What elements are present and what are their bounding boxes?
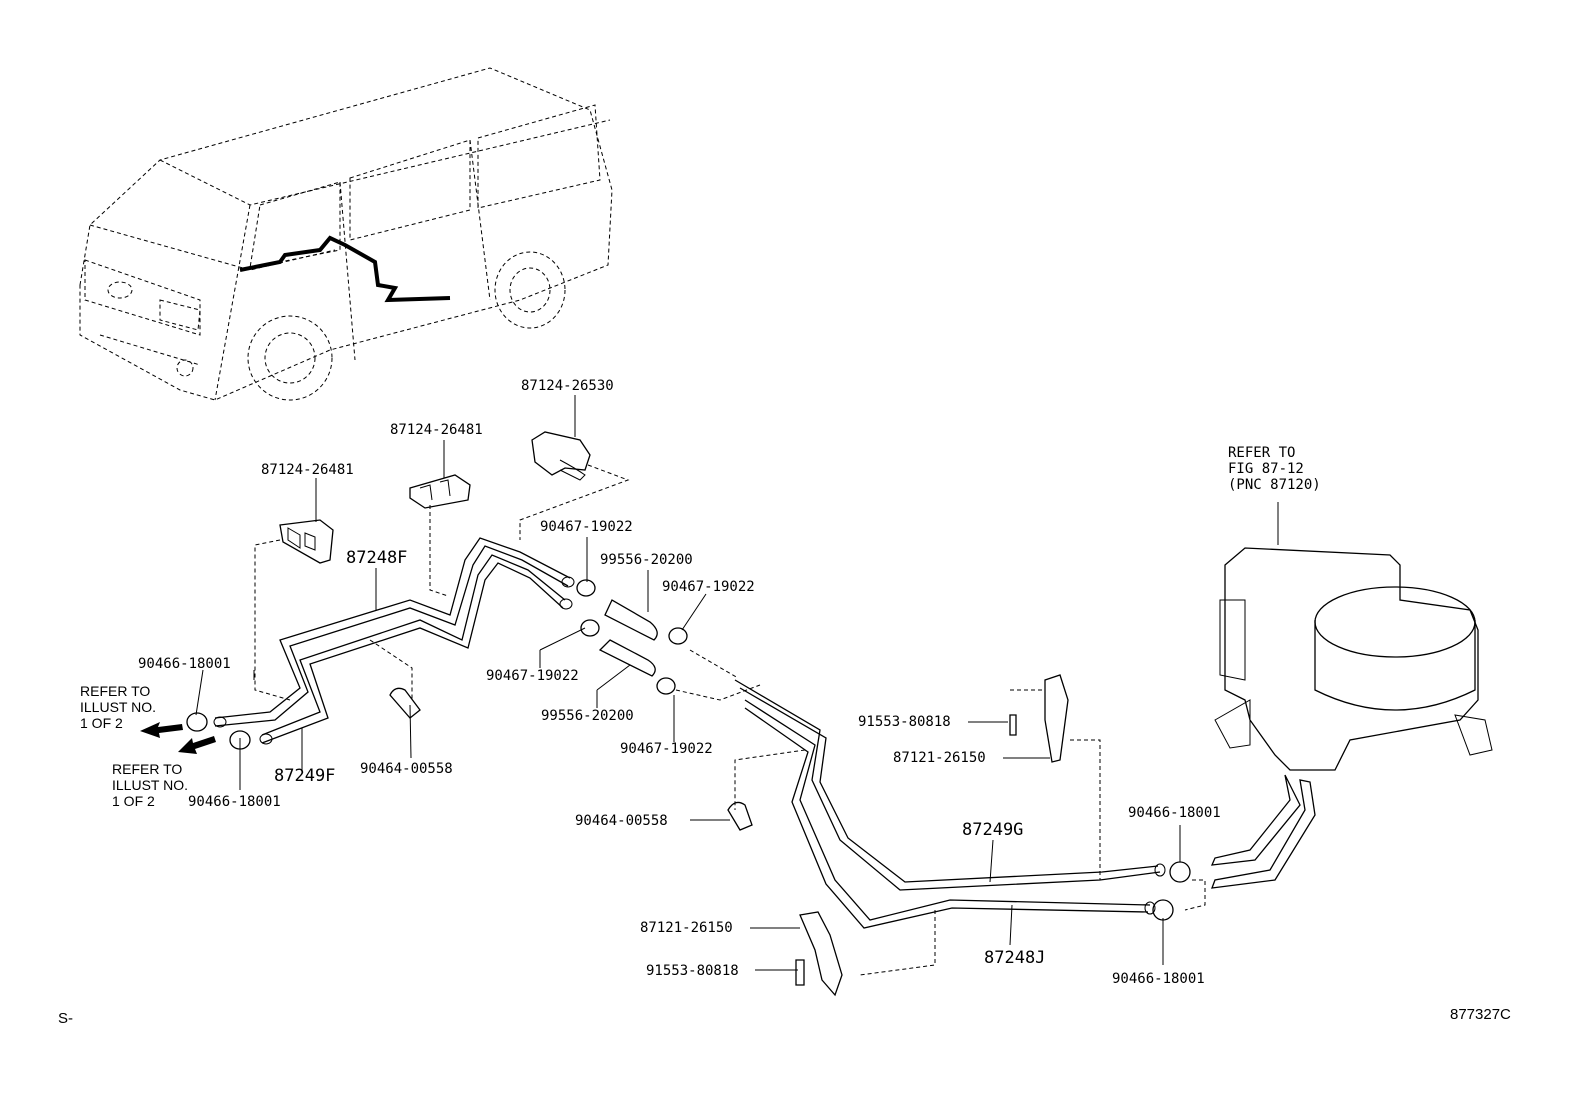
part-label-87248F: 87248F — [346, 548, 408, 568]
part-label-90467-19022-d: 90467-19022 — [620, 741, 713, 757]
pipe-87248F-shape — [213, 537, 575, 745]
refer-arrows — [140, 722, 216, 754]
part-label-90466-18001-b: 90466-18001 — [188, 794, 281, 810]
heater-unit-shape — [1210, 547, 1493, 889]
refer-illust-note-bottom: REFER TO ILLUST NO. 1 OF 2 — [112, 761, 188, 809]
bracket-87124-a-shape — [279, 519, 334, 564]
part-label-87121-26150-b: 87121-26150 — [640, 920, 733, 936]
part-label-90466-18001-a: 90466-18001 — [138, 656, 231, 672]
part-label-87124-26530: 87124-26530 — [521, 378, 614, 394]
brackets-87121-shapes — [795, 674, 1069, 997]
refer-illust-note-top: REFER TO ILLUST NO. 1 OF 2 — [80, 683, 156, 731]
refer-fig-note: REFER TO FIG 87-12 (PNC 87120) — [1228, 445, 1321, 493]
part-label-87249F: 87249F — [274, 766, 336, 786]
pipe-87249G-87248J-shape — [734, 679, 1166, 929]
part-label-90466-18001-d: 90466-18001 — [1112, 971, 1205, 987]
part-label-91553-80818-a: 91553-80818 — [858, 714, 951, 730]
part-label-87248J: 87248J — [984, 948, 1046, 968]
corner-mark: S- — [58, 1010, 73, 1027]
part-label-91553-80818-b: 91553-80818 — [646, 963, 739, 979]
dashed-connectors — [254, 464, 1206, 976]
part-label-90467-19022-a: 90467-19022 — [540, 519, 633, 535]
bracket-87124-b-shape — [409, 474, 471, 509]
part-label-90467-19022-c: 90467-19022 — [486, 668, 579, 684]
figure-code: 877327C — [1450, 1006, 1511, 1023]
bracket-87124-c-shape — [531, 431, 591, 481]
part-label-90466-18001-c: 90466-18001 — [1128, 805, 1221, 821]
leader-lines — [195, 395, 1279, 971]
part-label-87124-26481-b: 87124-26481 — [390, 422, 483, 438]
part-label-87121-26150-a: 87121-26150 — [893, 750, 986, 766]
clamps-and-hoses — [186, 579, 1191, 921]
van-illustration — [79, 67, 613, 401]
part-label-87124-26481-a: 87124-26481 — [261, 462, 354, 478]
part-label-90464-00558-b: 90464-00558 — [575, 813, 668, 829]
part-label-87249G: 87249G — [962, 820, 1024, 840]
part-label-90467-19022-b: 90467-19022 — [662, 579, 755, 595]
part-label-90464-00558-a: 90464-00558 — [360, 761, 453, 777]
part-label-99556-20200-b: 99556-20200 — [541, 708, 634, 724]
part-label-99556-20200-a: 99556-20200 — [600, 552, 693, 568]
